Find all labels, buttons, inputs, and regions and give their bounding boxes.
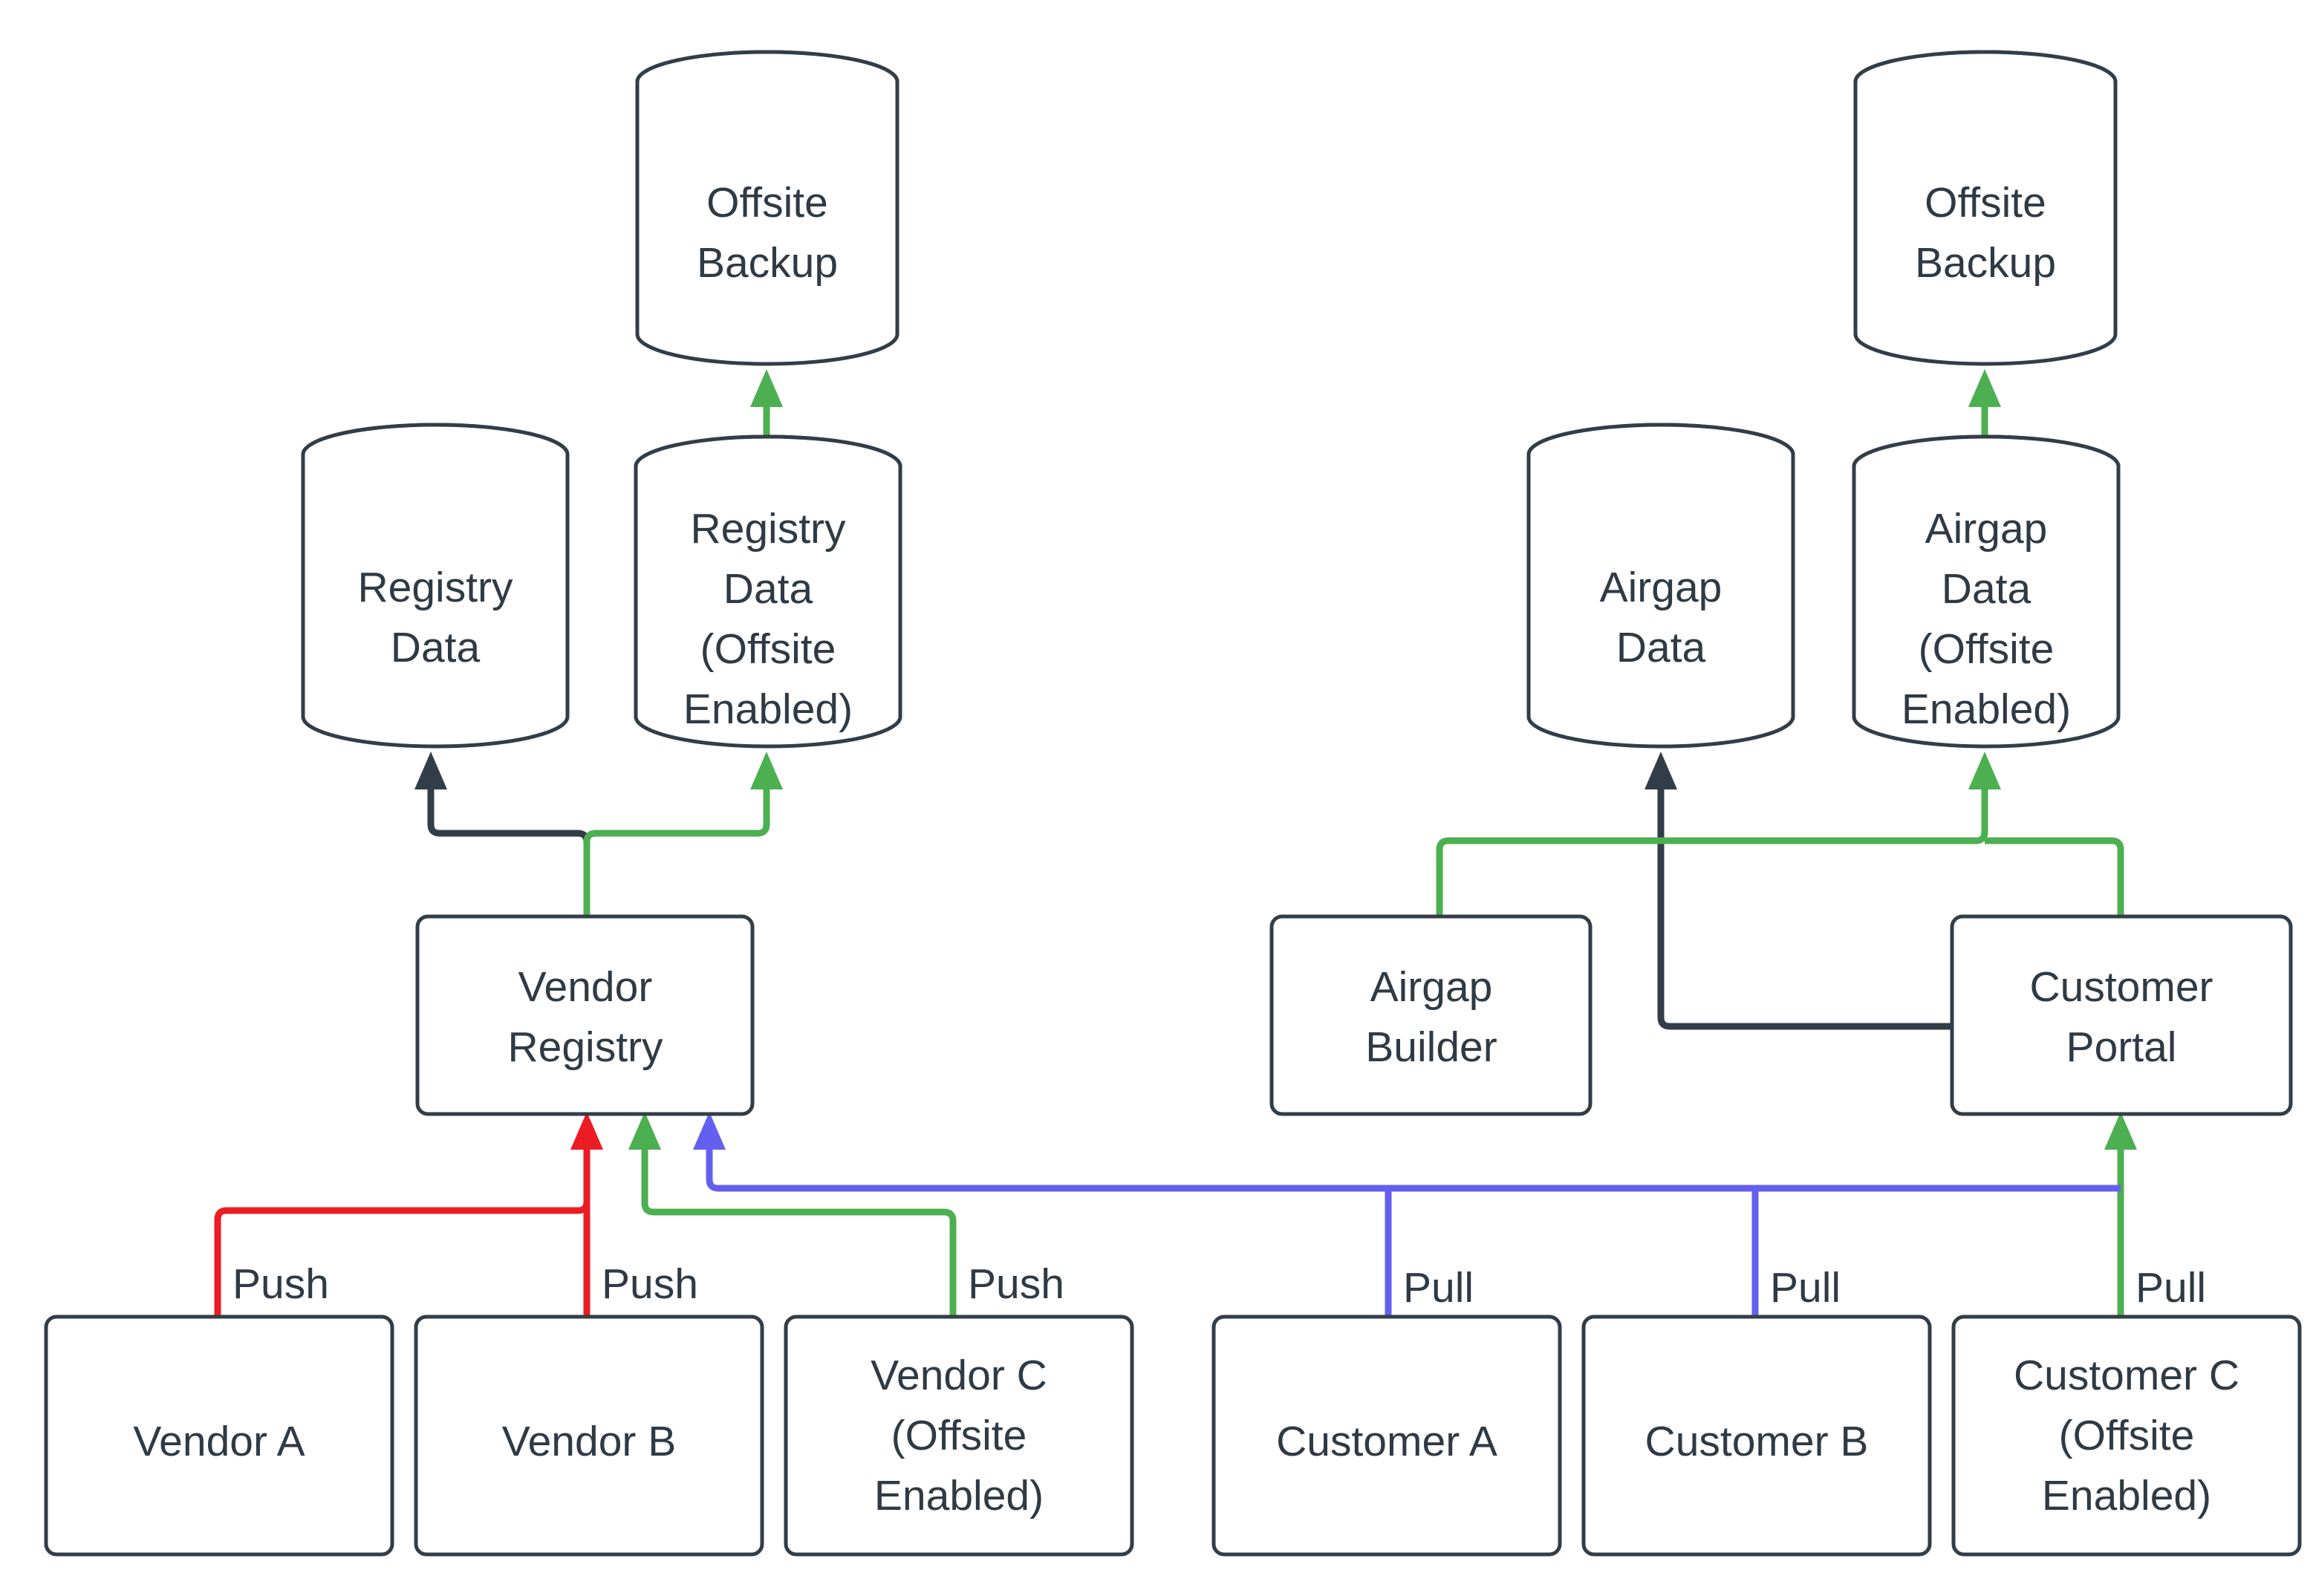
node-label-line3: (Offsite <box>700 625 836 673</box>
edge-airgap-builder-to-airgap-data-offsite <box>1436 752 2001 916</box>
node-label-line4: Enabled) <box>1902 685 2071 733</box>
node-label-line1: Vendor A <box>133 1418 305 1465</box>
edge-label-customer-a-pull: Pull <box>1403 1264 1474 1312</box>
node-label-line1: Offsite <box>1925 179 2046 227</box>
edge-customer-portal-to-airgap-data-offsite <box>1985 837 2124 916</box>
edge-label-customer-c-pull: Pull <box>2135 1264 2206 1312</box>
node-label-line2: Data <box>391 624 481 671</box>
node-customer-portal[interactable]: Customer Portal <box>1950 914 2293 1116</box>
node-offsite-backup-left[interactable]: Offsite Backup <box>635 50 900 366</box>
node-label-line2: Data <box>1942 565 2031 613</box>
node-customer-b[interactable]: Customer B <box>1581 1315 1932 1557</box>
node-customer-c[interactable]: Customer C (Offsite Enabled) <box>1951 1315 2302 1557</box>
node-customer-a[interactable]: Customer A <box>1211 1315 1562 1557</box>
arrow-head <box>1968 369 2001 407</box>
node-label-line1: Registry <box>690 505 846 553</box>
node-label-line1: Airgap <box>1600 564 1722 611</box>
arrow-head <box>2104 1112 2137 1150</box>
node-label-line1: Vendor C <box>871 1352 1047 1399</box>
edge-customer-a-pull <box>693 1112 1392 1317</box>
node-vendor-b[interactable]: Vendor B <box>414 1315 764 1557</box>
arrow-head <box>750 752 783 789</box>
node-label-line3: Enabled) <box>2042 1472 2211 1520</box>
node-label-line3: Enabled) <box>874 1472 1044 1520</box>
node-label-line2: Portal <box>2066 1023 2177 1071</box>
node-airgap-builder[interactable]: Airgap Builder <box>1269 914 1593 1116</box>
edge-label-vendor-c-push: Push <box>968 1260 1064 1308</box>
edge-label-vendor-b-push: Push <box>602 1260 698 1308</box>
arrow-head <box>628 1112 661 1150</box>
edge-vendor-registry-to-registry-data <box>414 752 591 916</box>
node-label-line1: Vendor B <box>502 1418 677 1465</box>
arrow-head <box>750 369 783 407</box>
node-label-line1: Vendor <box>518 963 653 1011</box>
edge-customer-portal-to-airgap-data <box>1645 752 1952 1030</box>
arrow-head <box>1968 752 2001 789</box>
node-label-line2: (Offsite <box>2059 1412 2195 1459</box>
arrow-head <box>414 752 447 789</box>
node-airgap-data[interactable]: Airgap Data <box>1526 423 1795 749</box>
node-label-line2: Registry <box>507 1023 663 1071</box>
node-label-line1: Customer C <box>2014 1352 2239 1399</box>
edge-airgap-data-offsite-to-offsite-backup <box>1968 369 2001 437</box>
node-vendor-a[interactable]: Vendor A <box>44 1315 394 1557</box>
node-label-line3: (Offsite <box>1919 625 2055 673</box>
node-label-line2: (Offsite <box>891 1412 1027 1459</box>
node-vendor-c[interactable]: Vendor C (Offsite Enabled) <box>784 1315 1134 1557</box>
node-label-line1: Airgap <box>1925 505 2048 553</box>
node-label-line2: Backup <box>1915 239 2056 287</box>
arrow-head <box>1645 752 1677 789</box>
node-label-line2: Builder <box>1365 1023 1497 1071</box>
node-label-line1: Customer B <box>1645 1418 1869 1465</box>
node-registry-data-offsite[interactable]: Registry Data (Offsite Enabled) <box>634 434 902 749</box>
node-label-line4: Enabled) <box>683 685 853 733</box>
edge-vendor-c-push <box>628 1112 957 1317</box>
edge-vendor-registry-to-registry-data-offsite <box>583 752 783 916</box>
node-label-line1: Airgap <box>1370 963 1493 1011</box>
node-label-line2: Data <box>1616 624 1706 671</box>
edge-label-vendor-a-push: Push <box>232 1260 329 1308</box>
node-vendor-registry[interactable]: Vendor Registry <box>415 914 755 1116</box>
node-airgap-data-offsite[interactable]: Airgap Data (Offsite Enabled) <box>1852 434 2121 749</box>
node-label-line2: Backup <box>697 239 838 287</box>
node-label-line1: Customer A <box>1276 1418 1497 1465</box>
node-offsite-backup-right[interactable]: Offsite Backup <box>1853 50 2118 366</box>
node-label-line1: Offsite <box>706 179 828 227</box>
edge-registry-data-offsite-to-offsite-backup <box>750 369 783 437</box>
edge-label-customer-b-pull: Pull <box>1770 1264 1841 1312</box>
node-label-line1: Registry <box>357 564 513 611</box>
arrow-head <box>693 1112 726 1150</box>
arrow-head <box>570 1112 603 1150</box>
node-label-line2: Data <box>723 565 813 613</box>
node-registry-data[interactable]: Registry Data <box>301 423 570 749</box>
edge-customer-c-pull <box>2104 1112 2137 1317</box>
node-label-line1: Customer <box>2029 963 2213 1011</box>
